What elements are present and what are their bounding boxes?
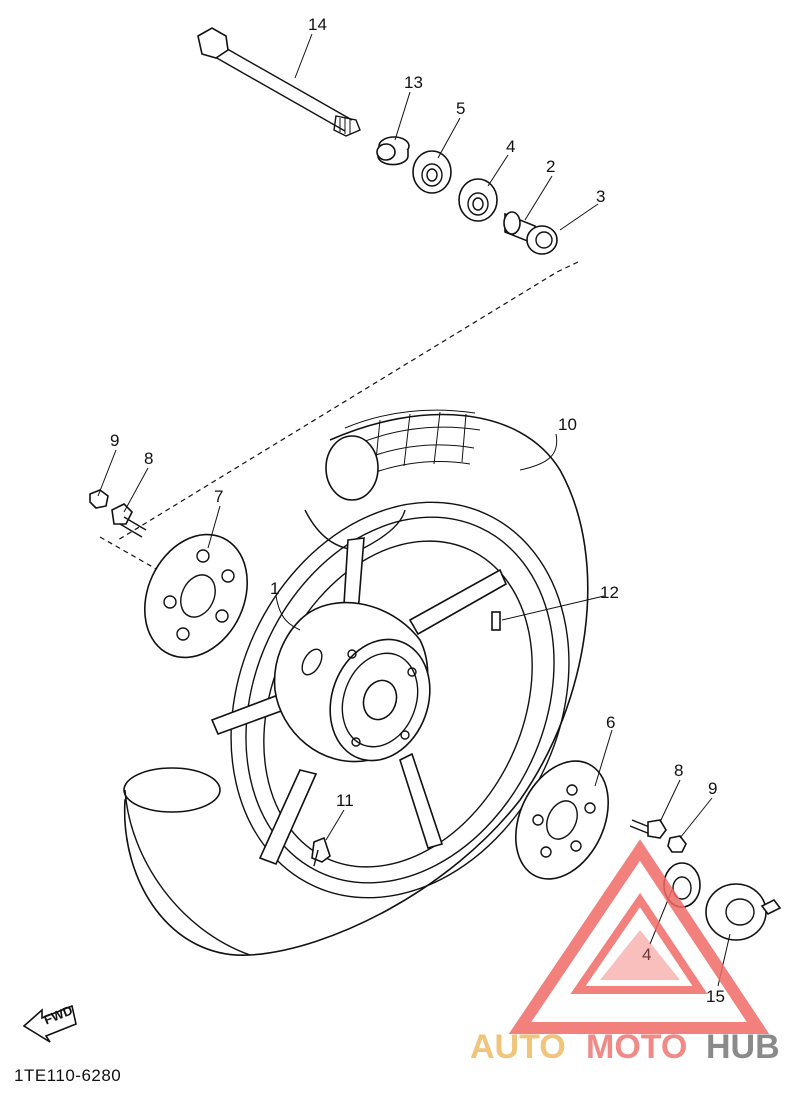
watermark-text: AUTO MOTO HUB: [470, 1028, 780, 1066]
brake-disc-part: [143, 533, 249, 659]
part-number-10: 10: [558, 415, 577, 434]
leader-lines: [97, 33, 731, 987]
spacer-part: [503, 211, 558, 255]
fwd-arrow-icon: FWD: [22, 1002, 77, 1043]
bearing-part: [412, 150, 452, 194]
watermark-hub: HUB: [706, 1028, 780, 1066]
part-number-13: 13: [404, 73, 423, 92]
collar-part: [376, 136, 410, 166]
part-number-9-right: 9: [708, 779, 717, 798]
hub-part: [273, 601, 431, 763]
watermark-logo-icon: [508, 839, 770, 1034]
part-number-1: 1: [270, 579, 279, 598]
part-number-4-top: 4: [506, 137, 515, 156]
axle-part: [197, 27, 361, 137]
part-number-15: 15: [706, 987, 725, 1006]
part-number-4-bottom: 4: [642, 945, 651, 964]
part-number-8-left: 8: [144, 449, 153, 468]
bearing-part: [458, 178, 498, 222]
weight-part: [491, 611, 501, 631]
part-number-7: 7: [214, 487, 223, 506]
bolt-part: [629, 819, 687, 853]
part-number-12: 12: [600, 583, 619, 602]
part-number-3: 3: [596, 187, 605, 206]
part-number-2: 2: [546, 157, 555, 176]
part-number-9-left: 9: [110, 431, 119, 450]
bolt-part: [89, 489, 147, 538]
watermark-moto: MOTO: [586, 1028, 687, 1066]
watermark-auto: AUTO: [470, 1028, 566, 1066]
gear-unit-part: [705, 883, 782, 941]
part-number-14: 14: [308, 15, 327, 34]
part-number-11: 11: [336, 791, 354, 810]
valve-part: [311, 836, 331, 867]
part-number-5: 5: [456, 99, 465, 118]
brake-disc-part: [514, 760, 610, 880]
part-number-8-right: 8: [674, 761, 683, 780]
diagram-code: 1TE110-6280: [14, 1066, 122, 1085]
part-number-6: 6: [606, 713, 615, 732]
